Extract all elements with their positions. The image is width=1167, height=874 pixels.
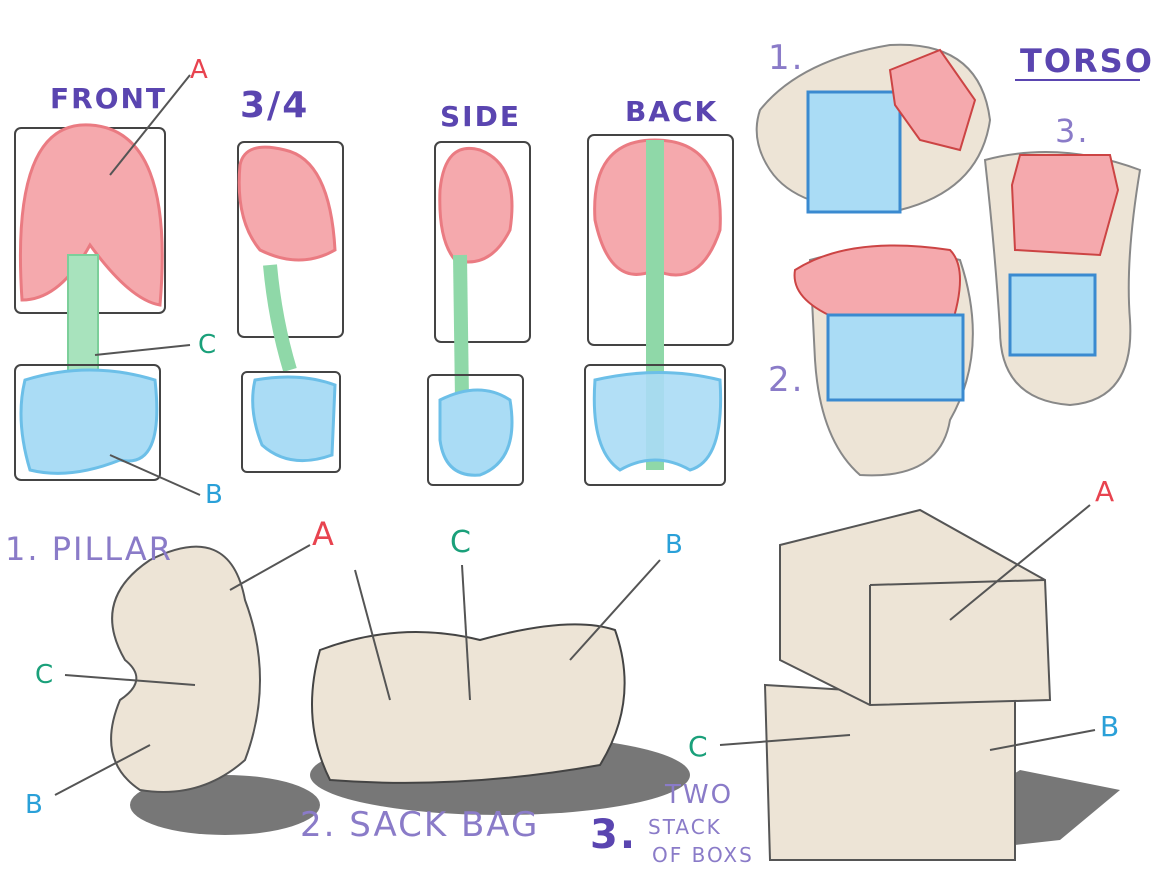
torso-1-blue-box <box>806 90 902 214</box>
marker-c-pillar: C <box>35 660 56 690</box>
torso-3-blue-box <box>1008 273 1097 357</box>
torso-step-3: 3. <box>1055 112 1090 150</box>
label-boxes-line-2: STACK <box>648 815 722 839</box>
box-top <box>779 508 1052 707</box>
marker-b-top: B <box>205 480 225 510</box>
marker-b-pillar: B <box>25 790 45 820</box>
marker-c-boxes: C <box>688 730 710 763</box>
torso-2-blue-box <box>826 313 965 402</box>
label-side: SIDE <box>440 100 521 133</box>
marker-a-pillar: A <box>312 515 336 553</box>
label-front: FRONT <box>50 82 168 115</box>
torso-step-1: 1. <box>768 38 805 78</box>
front-pelvis-shape <box>19 368 159 475</box>
side-chest-box <box>434 141 531 343</box>
marker-a-top: A <box>190 55 210 85</box>
label-back: BACK <box>625 95 719 128</box>
label-boxes-number: 3. <box>590 812 638 858</box>
side-pelvis-box <box>427 374 524 486</box>
three-quarter-pelvis-box <box>241 371 341 473</box>
marker-c-top: C <box>198 330 219 360</box>
back-pelvis-box <box>584 364 726 486</box>
sack-shape <box>311 623 626 784</box>
label-boxes-line-3: OF BOXS <box>652 843 754 867</box>
marker-a-boxes: A <box>1095 475 1117 508</box>
marker-b-boxes: B <box>1100 710 1122 743</box>
label-sack-bag: 2. SACK BAG <box>300 805 540 845</box>
front-pelvis-box <box>14 364 161 481</box>
front-spine <box>67 254 99 386</box>
three-quarter-rib <box>237 145 337 262</box>
label-pillar: 1. PILLAR <box>5 530 173 568</box>
torso-title: TORSO <box>1020 42 1154 80</box>
label-boxes-line-1: TWO <box>665 780 734 810</box>
pillar-shape <box>110 545 261 793</box>
marker-b-sack: B <box>665 530 685 560</box>
label-three-quarter: 3/4 <box>240 85 310 126</box>
marker-c-sack: C <box>450 525 473 560</box>
torso-step-2: 2. <box>768 360 805 400</box>
three-quarter-chest-box <box>237 141 344 338</box>
box-bottom <box>763 683 1016 861</box>
